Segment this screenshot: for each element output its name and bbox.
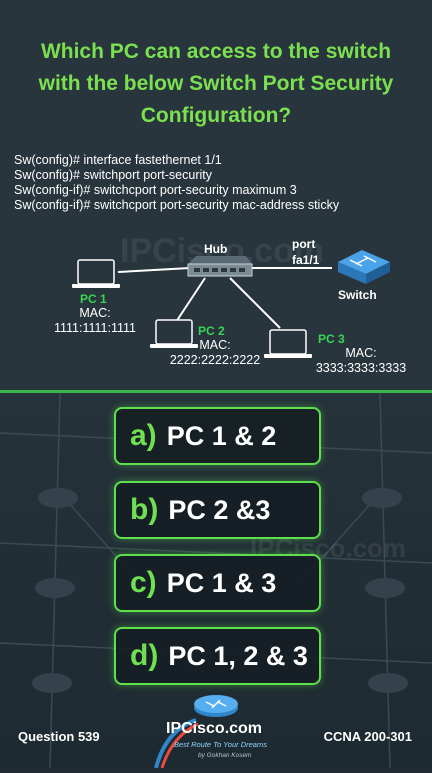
- mac-label: MAC:: [345, 346, 377, 360]
- link-hub-pc1: [117, 267, 191, 273]
- answer-letter: d): [130, 639, 159, 672]
- answer-option-c[interactable]: c) PC 1 & 3: [114, 554, 321, 612]
- pc1-mac: MAC: 1111:1111:1111: [40, 306, 150, 336]
- mac-label: MAC:: [79, 306, 111, 320]
- question-number: Question 539: [18, 729, 100, 744]
- config-line: Sw(config-if)# switchcport port-security…: [14, 183, 297, 197]
- hub-label: Hub: [204, 242, 228, 256]
- logo-author: by Gokhan Kosem: [198, 752, 252, 759]
- pc1-label: PC 1: [80, 292, 107, 306]
- pc3-label: PC 3: [318, 332, 345, 346]
- config-line: Sw(config)# interface fastethernet 1/1: [14, 153, 222, 167]
- pc3-mac: MAC: 3333:3333:3333: [306, 346, 416, 376]
- background-network-diagram: [0, 393, 432, 768]
- title-line-2: with the below Switch Port Security: [38, 72, 394, 95]
- link-hub-pc2: [175, 277, 206, 323]
- port-label: port fa1/1: [292, 236, 319, 268]
- title-line-3: Configuration?: [140, 104, 292, 127]
- network-topology: Hub port fa1/1 Switch PC 1 MAC: 1111:111…: [0, 220, 432, 390]
- logo-tagline: Best Route To Your Dreams: [174, 740, 267, 749]
- title-line-1: Which PC can access to the switch: [40, 40, 392, 63]
- switch-label: Switch: [338, 288, 377, 302]
- pc2-mac: MAC: 2222:2222:2222: [160, 338, 270, 368]
- answer-text: PC 1, 2 & 3: [168, 640, 308, 671]
- laptop-icon-pc2: [150, 319, 198, 348]
- answer-text: PC 1 & 2: [166, 420, 277, 451]
- hub-icon: [187, 256, 253, 277]
- config-line: Sw(config-if)# switchcport port-security…: [14, 198, 340, 212]
- question-title: Which PC can access to the switch with t…: [10, 36, 422, 132]
- exam-name: CCNA 200-301: [323, 729, 412, 744]
- ipcisco-logo: IPCisco.com Best Route To Your Dreams by…: [136, 690, 296, 769]
- config-block: Sw(config)# interface fastethernet 1/1 S…: [14, 153, 424, 213]
- answer-letter: c): [130, 566, 157, 599]
- link-hub-pc3: [229, 277, 281, 329]
- question-panel: IPCisco.com Which PC can access to the s…: [0, 0, 432, 393]
- laptop-icon-pc1: [72, 259, 120, 288]
- answer-option-b[interactable]: b) PC 2 &3: [114, 481, 321, 539]
- answer-letter: a): [130, 419, 157, 452]
- switch-icon: [338, 250, 390, 284]
- answer-option-a[interactable]: a) PC 1 & 2: [114, 407, 321, 465]
- answer-letter: b): [130, 493, 159, 526]
- answer-text: PC 1 & 3: [166, 567, 277, 598]
- pc2-label: PC 2: [198, 324, 225, 338]
- config-line: Sw(config)# switchport port-security: [14, 168, 212, 182]
- mac-value: 3333:3333:3333: [315, 361, 407, 375]
- topology-drawing: [72, 250, 390, 358]
- mac-value: 2222:2222:2222: [169, 353, 261, 367]
- mac-label: MAC:: [199, 338, 231, 352]
- laptop-icon-pc3: [264, 329, 312, 358]
- answer-option-d[interactable]: d) PC 1, 2 & 3: [114, 627, 321, 685]
- answer-text: PC 2 &3: [168, 494, 271, 525]
- port-label-line: fa1/1: [292, 253, 320, 267]
- port-label-line: port: [292, 237, 316, 251]
- logo-name: IPCisco.com: [166, 720, 263, 737]
- logo-emblem: [154, 695, 238, 769]
- mac-value: 1111:1111:1111: [53, 321, 137, 335]
